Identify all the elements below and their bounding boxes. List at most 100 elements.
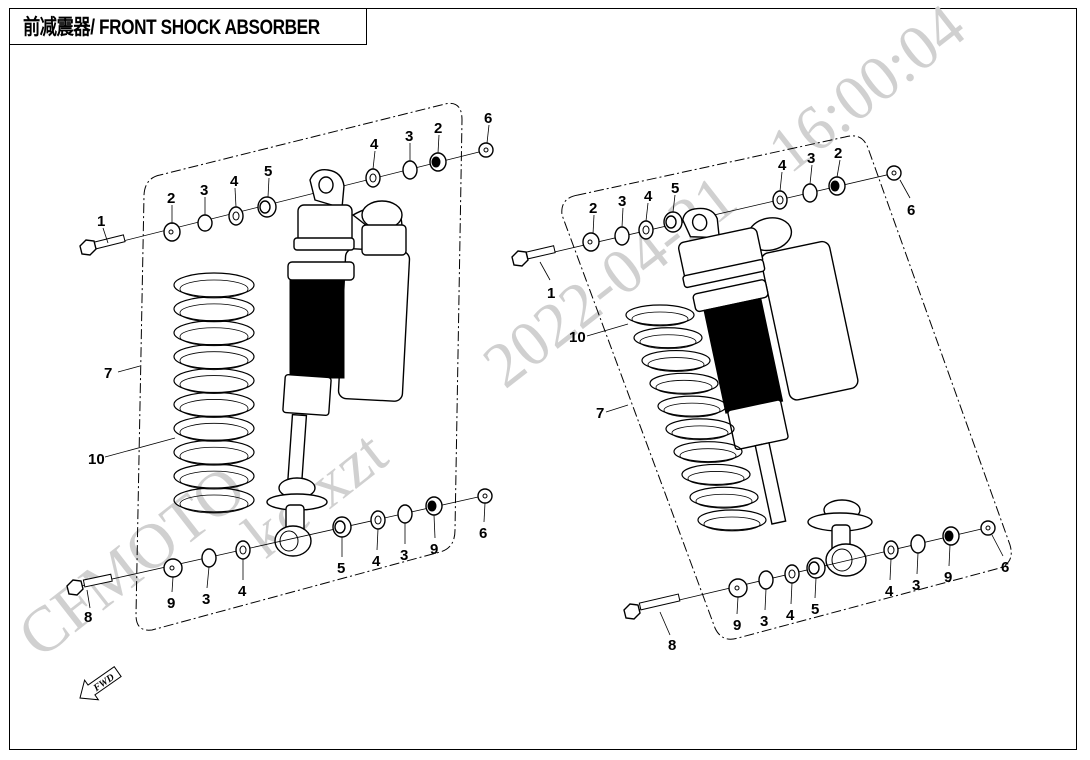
right-leaders bbox=[539, 159, 1004, 636]
o-ring-icon bbox=[614, 226, 630, 246]
callout-5: 5 bbox=[337, 560, 345, 577]
o-ring-icon bbox=[402, 160, 418, 180]
spring-coil-inner bbox=[655, 379, 713, 395]
right-assembly: 1 2 3 4 5 4 3 2 6 10 7 8 9 3 4 5 4 3 9 6 bbox=[511, 135, 1012, 654]
spring-coil bbox=[633, 327, 703, 349]
callout-4: 4 bbox=[230, 173, 239, 190]
callout-4: 4 bbox=[778, 157, 787, 174]
spring-coil-inner bbox=[679, 448, 737, 464]
callout-1: 1 bbox=[97, 213, 105, 230]
bolt-icon bbox=[66, 573, 113, 596]
o-ring-icon bbox=[910, 534, 926, 554]
callout-5: 5 bbox=[811, 601, 819, 618]
bearing-icon bbox=[663, 211, 683, 233]
washer-icon bbox=[883, 540, 899, 560]
spring-coil bbox=[697, 509, 767, 531]
nut-icon bbox=[886, 165, 902, 181]
title-box: 前减震器/ FRONT SHOCK ABSORBER bbox=[9, 8, 367, 45]
callout-6: 6 bbox=[907, 202, 915, 219]
bushing-icon bbox=[163, 558, 183, 578]
spring-coil bbox=[173, 320, 255, 346]
drawing-frame bbox=[9, 8, 1077, 750]
callout-5: 5 bbox=[671, 180, 679, 197]
washer-icon bbox=[772, 190, 788, 210]
nut-icon bbox=[478, 142, 494, 158]
lower-mount-icon bbox=[807, 499, 873, 577]
bushing-icon bbox=[828, 176, 846, 196]
callout-3: 3 bbox=[618, 193, 626, 210]
washer-icon bbox=[228, 206, 244, 226]
spring-coil-inner bbox=[179, 351, 249, 371]
spring-coil bbox=[173, 367, 255, 394]
spring-coil bbox=[173, 344, 255, 370]
callout-4: 4 bbox=[885, 583, 894, 600]
callout-3: 3 bbox=[400, 547, 408, 564]
callout-8: 8 bbox=[668, 637, 676, 654]
left-boundary bbox=[135, 102, 463, 631]
callout-6: 6 bbox=[484, 110, 492, 127]
callout-4: 4 bbox=[786, 607, 795, 624]
shock-absorber-icon bbox=[677, 207, 859, 525]
spring-coil-inner bbox=[179, 399, 249, 418]
washer-icon bbox=[638, 220, 654, 240]
spring-coil-inner bbox=[703, 516, 761, 532]
spring-coil bbox=[173, 296, 255, 322]
nut-icon bbox=[477, 488, 493, 504]
bushing-icon bbox=[728, 578, 748, 598]
callout-3: 3 bbox=[760, 613, 768, 630]
spring-coil bbox=[173, 272, 255, 298]
spring-coil bbox=[681, 463, 751, 486]
spring-coil-inner bbox=[179, 279, 249, 299]
callout-10: 10 bbox=[569, 329, 586, 346]
left-callouts: 1 2 3 4 5 4 3 2 6 7 10 8 9 3 4 5 4 3 9 6 bbox=[84, 110, 492, 626]
o-ring-icon bbox=[197, 214, 213, 232]
callout-2: 2 bbox=[589, 200, 597, 217]
spring-coil-inner bbox=[179, 422, 249, 442]
spring-coil-inner bbox=[179, 494, 249, 514]
page-title: 前减震器/ FRONT SHOCK ABSORBER bbox=[23, 16, 320, 39]
callout-2: 2 bbox=[167, 190, 175, 207]
o-ring-icon bbox=[201, 548, 217, 568]
left-leaders bbox=[86, 124, 490, 609]
spring-coil-inner bbox=[179, 446, 249, 466]
bushing-icon bbox=[942, 526, 960, 546]
right-boundary bbox=[561, 135, 1012, 640]
spring-coil bbox=[665, 418, 735, 440]
callout-9: 9 bbox=[167, 595, 175, 612]
callout-6: 6 bbox=[1001, 559, 1009, 576]
washer-icon bbox=[784, 564, 800, 584]
spring-icon bbox=[173, 272, 255, 514]
spring-coil-inner bbox=[671, 425, 729, 441]
callout-4: 4 bbox=[238, 583, 247, 600]
bearing-icon bbox=[806, 557, 826, 579]
bushing-icon bbox=[425, 496, 443, 516]
spring-coil-inner bbox=[631, 311, 689, 327]
callout-4: 4 bbox=[370, 136, 379, 153]
watermark-user: kc-xzt bbox=[230, 417, 400, 572]
callout-9: 9 bbox=[944, 569, 952, 586]
o-ring-icon bbox=[397, 504, 413, 524]
bushing-icon bbox=[582, 232, 600, 252]
callout-2: 2 bbox=[834, 145, 842, 162]
spring-coil bbox=[173, 391, 255, 418]
callout-3: 3 bbox=[912, 577, 920, 594]
bolt-icon bbox=[511, 245, 556, 267]
bushing-icon bbox=[429, 152, 447, 172]
washer-icon bbox=[365, 168, 381, 188]
callout-3: 3 bbox=[202, 591, 210, 608]
callout-9: 9 bbox=[733, 617, 741, 634]
callout-2: 2 bbox=[434, 120, 442, 137]
callout-5: 5 bbox=[264, 163, 272, 180]
bushing-icon bbox=[163, 222, 181, 242]
bearing-icon bbox=[332, 516, 352, 538]
callout-4: 4 bbox=[372, 553, 381, 570]
spring-coil-inner bbox=[695, 493, 753, 509]
spring-coil-inner bbox=[639, 334, 697, 350]
spring-coil-inner bbox=[179, 327, 249, 347]
nut-icon bbox=[980, 520, 996, 536]
spring-coil bbox=[173, 415, 255, 441]
callout-9: 9 bbox=[430, 541, 438, 558]
washer-icon bbox=[370, 510, 386, 530]
callout-7: 7 bbox=[596, 405, 604, 422]
